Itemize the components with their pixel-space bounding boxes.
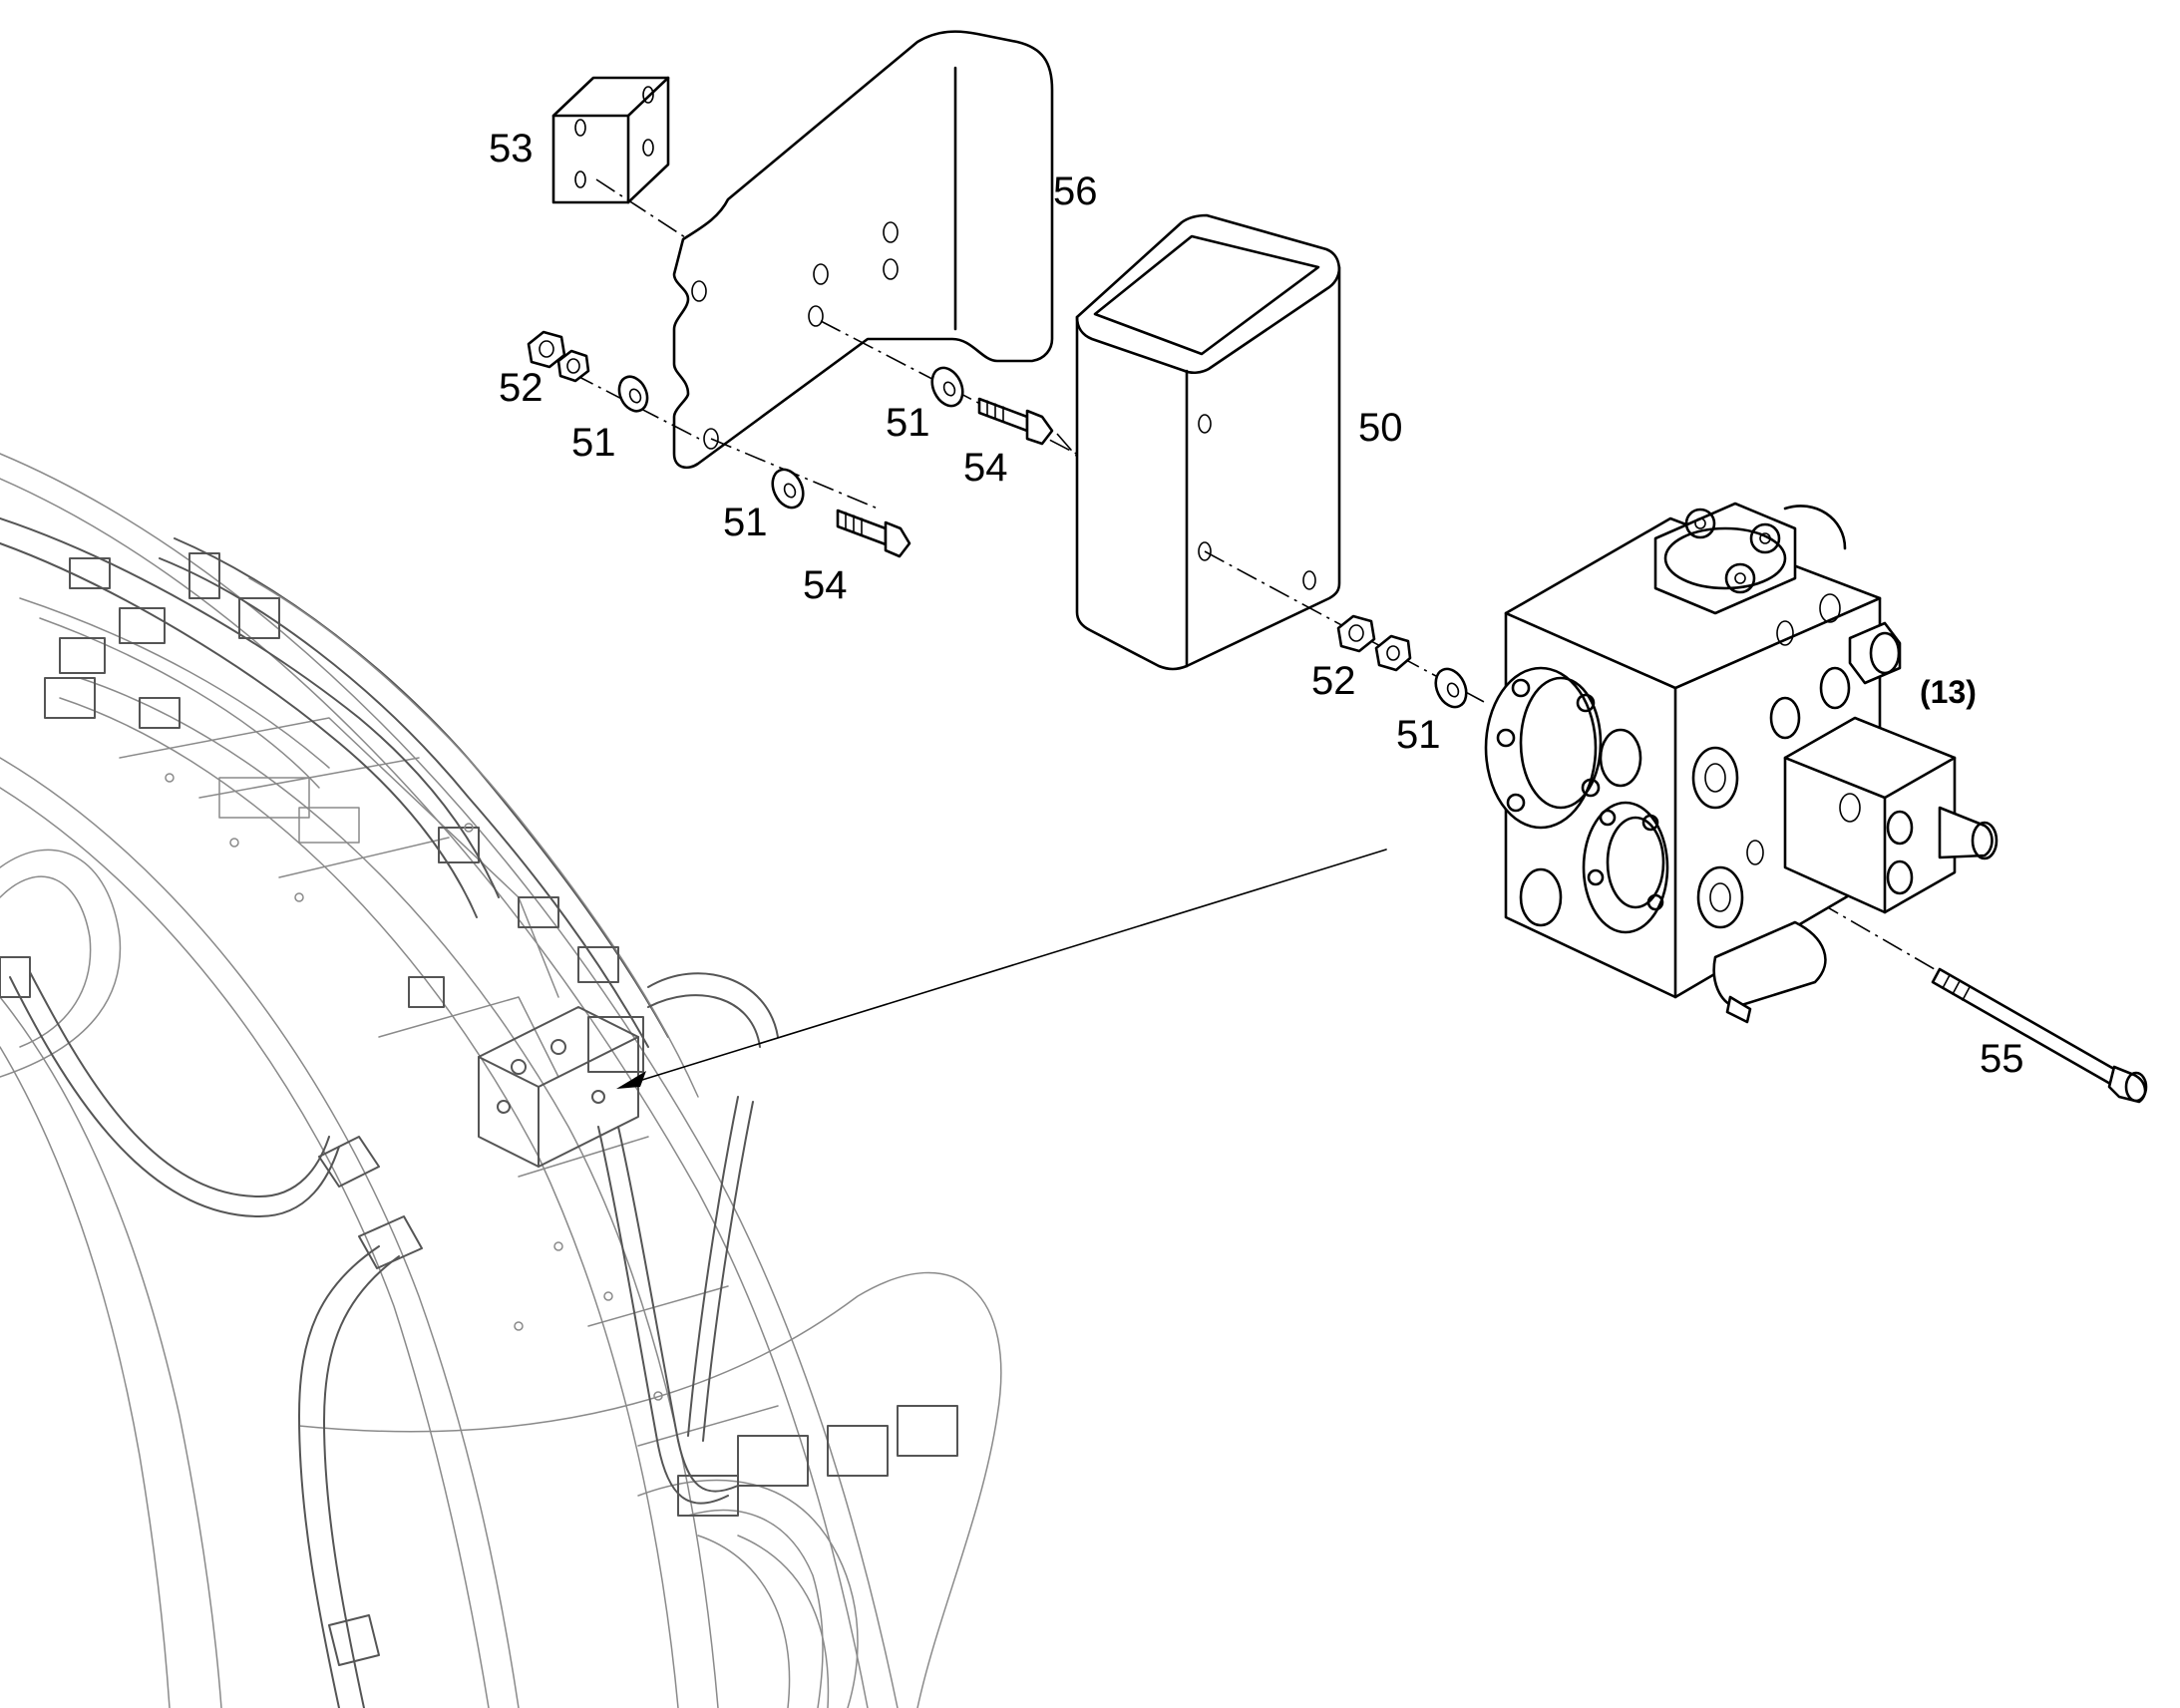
callout-13: (13) [1920, 674, 1977, 710]
callout-51-upper-right: 51 [886, 401, 930, 445]
part-53-spacer-plate [551, 76, 670, 204]
callout-51-left: 51 [571, 421, 616, 465]
callouts: 53 56 52 51 51 54 50 51 54 52 51 (13) 55 [489, 127, 2024, 1081]
callout-56: 56 [1053, 170, 1098, 213]
part-55-long-bolt [1931, 967, 2148, 1104]
callout-53: 53 [489, 127, 534, 171]
axis-upper-left [572, 373, 700, 440]
callout-54-lower: 54 [803, 563, 848, 607]
detail-control-valve-13 [1484, 502, 1998, 1024]
callout-55: 55 [1980, 1037, 2024, 1081]
part-51-washer-lower-left [771, 468, 805, 510]
part-51-washer-right [1434, 667, 1468, 709]
axis-53 [595, 178, 689, 240]
callout-54-upper: 54 [963, 446, 1008, 490]
part-51-washer-upper-right [930, 366, 964, 408]
part-52-nuts-right [1336, 614, 1412, 672]
callout-52-left: 52 [499, 366, 544, 410]
axis-tube-56 [1056, 433, 1078, 458]
axis-upper-right [820, 320, 1083, 458]
callout-51-right: 51 [1396, 713, 1441, 757]
part-50-tube [1075, 213, 1341, 671]
part-54-bolt-lower [836, 509, 911, 558]
boom-assembly-background [0, 453, 1002, 1708]
detail-pointer-line [625, 849, 1387, 1086]
pointer-arrowhead [616, 1071, 646, 1089]
axis-55 [1754, 864, 1941, 973]
part-56-bracket-plate [672, 30, 1054, 470]
part-54-bolt-upper [977, 397, 1054, 446]
callout-52-right: 52 [1311, 659, 1356, 703]
callout-51-lower-left: 51 [723, 501, 768, 544]
callout-50: 50 [1358, 406, 1403, 450]
valve-block-mounted [478, 1006, 644, 1168]
part-52-nuts-left [527, 330, 590, 383]
part-51-washer-upper-left [617, 375, 649, 413]
